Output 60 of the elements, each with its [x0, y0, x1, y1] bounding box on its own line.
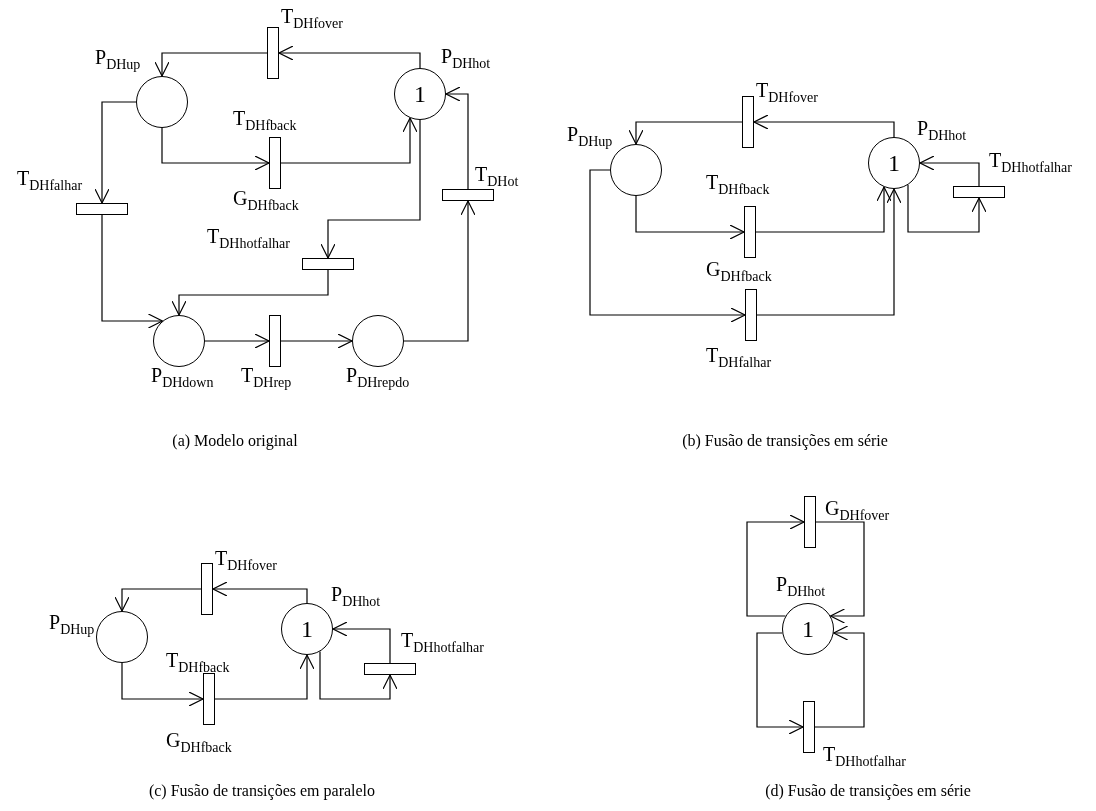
token-count: 1: [301, 616, 313, 642]
arc-arrow: [907, 184, 987, 233]
arc-arrow: [756, 188, 902, 316]
arc-arrow: [214, 654, 315, 700]
arc-arrow: [212, 581, 308, 604]
transition-label: G$_{DHfback}$: [166, 729, 232, 751]
subfigure-caption: (a) Modelo original: [172, 432, 298, 450]
subfigure-caption: (b) Fusão de transições em série: [682, 432, 888, 450]
arc-arrow: [278, 45, 421, 69]
arc-arrow: [635, 195, 745, 240]
arc-arrow: [171, 269, 329, 316]
arc-arrow: [445, 86, 469, 190]
arc-arrow: [319, 650, 398, 700]
arc-arrow: [154, 52, 268, 77]
transition-label: T$_{DHfover}$: [756, 79, 818, 101]
arc-arrow: [589, 169, 746, 323]
arc-arrow: [756, 632, 804, 735]
subfigure-caption: (d) Fusão de transições em série: [765, 782, 971, 800]
arc-arrow: [746, 514, 805, 617]
transition-label: T$_{DHot}$: [475, 163, 519, 185]
arc-arrow: [815, 521, 865, 624]
place-label: P$_{DHhot}$: [331, 583, 381, 605]
transition-label: T$_{DHhotfalhar}$: [207, 225, 290, 247]
transition-label: T$_{DHfalhar}$: [17, 167, 83, 189]
arc-arrow: [755, 186, 892, 233]
arc-arrow: [161, 127, 270, 171]
arc-arrow: [114, 588, 202, 612]
arc-arrow: [320, 119, 421, 259]
transition-label: T$_{DHhotfalhar}$: [401, 629, 484, 651]
transition-label: T$_{DHfalhar}$: [706, 344, 772, 366]
arc-arrow: [121, 662, 204, 707]
arc-arrow: [101, 214, 163, 329]
transition-label: G$_{DHfover}$: [825, 497, 890, 519]
subfigure-caption: (c) Fusão de transições em paralelo: [148, 782, 376, 800]
arc-arrow: [919, 155, 980, 187]
transition-label: T$_{DHhotfalhar}$: [989, 149, 1072, 171]
arc-arrow: [814, 625, 865, 728]
arc-arrow: [403, 200, 476, 342]
arc-arrow: [204, 333, 270, 349]
arc-arrow: [332, 621, 391, 664]
arc-arrow: [628, 121, 743, 145]
token-count: 1: [888, 150, 900, 176]
transition-label: T$_{DHfback}$: [706, 171, 770, 193]
place-label: P$_{DHhot}$: [776, 573, 826, 595]
transition-label: T$_{DHfover}$: [281, 5, 343, 27]
transition-label: G$_{DHfback}$: [233, 187, 299, 209]
transition-label: T$_{DHhotfalhar}$: [823, 743, 906, 765]
token-count: 1: [802, 616, 814, 642]
transition-label: T$_{DHfback}$: [166, 649, 230, 671]
transition-label: G$_{DHfback}$: [706, 258, 772, 280]
arc-arrow: [94, 101, 137, 204]
place-label: P$_{DHhot}$: [917, 117, 967, 139]
place-label: P$_{DHhot}$: [441, 45, 491, 67]
arc-arrow: [753, 114, 895, 138]
place-label: P$_{DHdown}$: [151, 364, 214, 386]
transition-label: T$_{DHfover}$: [215, 547, 277, 569]
arc-arrow: [280, 117, 418, 164]
transition-label: T$_{DHfback}$: [233, 107, 297, 129]
token-count: 1: [414, 81, 426, 107]
arc-arrow: [280, 333, 353, 349]
